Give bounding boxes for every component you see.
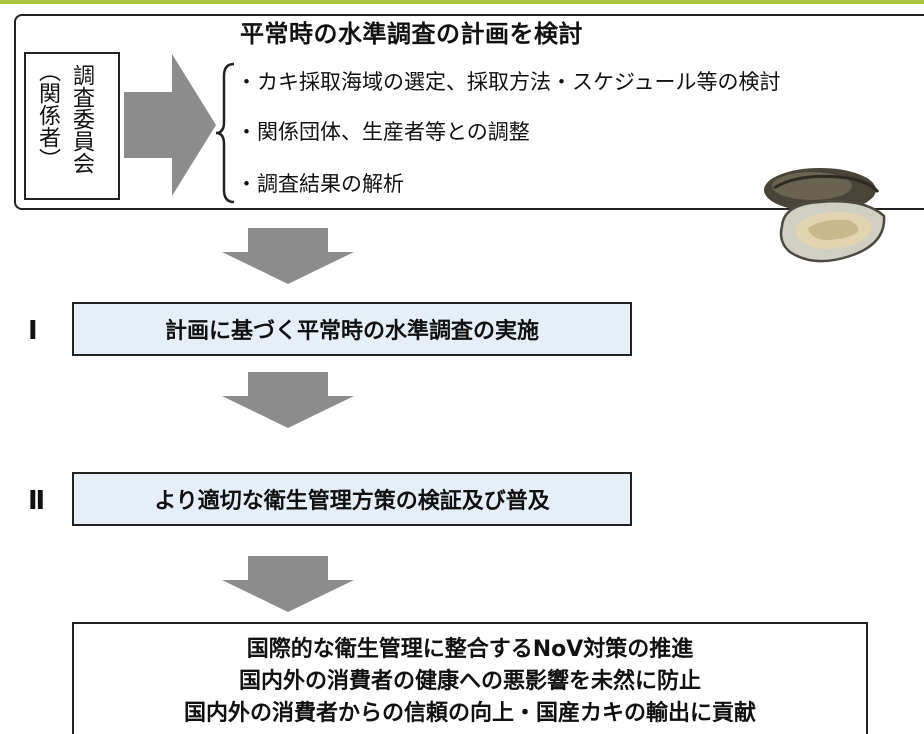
planning-item-2: ・関係団体、生産者等との調整 <box>236 120 530 144</box>
planning-item-3: ・調査結果の解析 <box>236 172 404 196</box>
stage-2-numeral: Ⅱ <box>28 486 46 516</box>
result-line-2: 国内外の消費者の健康への悪影響を未然に防止 <box>238 669 701 694</box>
committee-sublabel: （関係者） <box>35 60 60 170</box>
result-line-1: 国際的な衛生管理に整合するNoV対策の推進 <box>246 637 694 662</box>
stage-1-label: 計画に基づく平常時の水準調査の実施 <box>164 319 539 344</box>
bracket-icon <box>215 62 235 204</box>
results-box: 国際的な衛生管理に整合するNoV対策の推進 国内外の消費者の健康への悪影響を未然… <box>72 622 868 734</box>
stage-2-label: より適切な衛生管理方策の検証及び普及 <box>154 489 550 514</box>
down-arrow-icon <box>222 556 354 612</box>
stage-2-box: より適切な衛生管理方策の検証及び普及 <box>72 472 632 526</box>
stage-1-numeral: Ⅰ <box>28 316 38 346</box>
result-line-3: 国内外の消費者からの信頼の向上・国産カキの輸出に貢献 <box>183 701 756 726</box>
committee-box <box>24 52 120 200</box>
down-arrow-icon <box>222 228 354 284</box>
down-arrow-icon <box>222 372 354 428</box>
stage-1-box: 計画に基づく平常時の水準調査の実施 <box>72 302 632 356</box>
top-accent-line <box>0 0 924 4</box>
oyster-icon <box>764 168 886 263</box>
committee-label: 調査委員会 <box>69 64 94 174</box>
planning-item-1: ・カキ採取海域の選定、採取方法・スケジュール等の検討 <box>236 70 781 94</box>
panel-title: 平常時の水準調査の計画を検討 <box>240 20 583 48</box>
right-arrow-icon <box>124 54 216 196</box>
